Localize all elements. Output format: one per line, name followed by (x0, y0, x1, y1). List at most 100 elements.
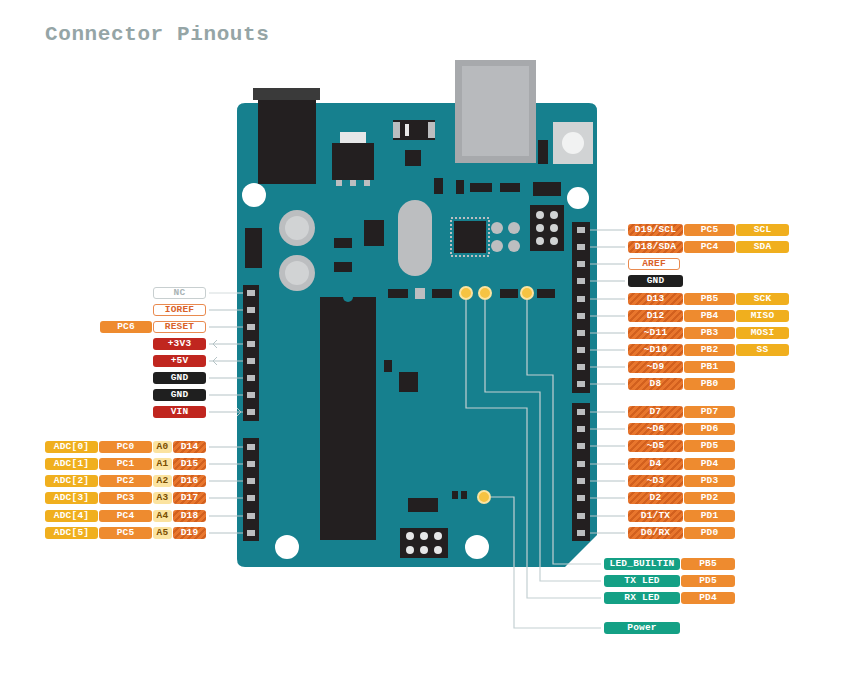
digital-pin-label: D0/RX (628, 527, 683, 539)
port-pin-label: PB0 (684, 378, 735, 390)
smd-part (405, 150, 421, 166)
usb-connector-detail (462, 66, 529, 156)
digital-pin-label: ~D3 (628, 475, 683, 487)
header-pin (406, 546, 414, 554)
usb-connector (455, 60, 536, 163)
pin-text: A1 (157, 458, 169, 470)
leader-line (590, 247, 625, 248)
ground-pin-label: GND (153, 389, 206, 401)
usb-chip (454, 221, 486, 253)
icsp-header (530, 205, 564, 251)
port-pin-label: PB3 (684, 327, 735, 339)
capacitor (279, 255, 315, 291)
leader-line (209, 395, 243, 396)
pin-header (572, 403, 590, 541)
header-pin (247, 341, 255, 347)
smd-part (334, 238, 352, 248)
power-pin-label: VIN (153, 406, 206, 418)
header-pin (577, 278, 585, 284)
header-pin (247, 409, 255, 415)
smd-part (408, 498, 438, 512)
smd-part (500, 183, 520, 192)
header-pin (577, 530, 585, 536)
header-pin (550, 224, 558, 232)
header-pin (577, 478, 585, 484)
leader-line (590, 299, 625, 300)
function-label: ADC[0] (45, 441, 98, 453)
pin-text: ADC[0] (54, 441, 89, 453)
function-label: ADC[5] (45, 527, 98, 539)
pad (491, 240, 503, 252)
direction-chevron (237, 408, 241, 416)
port-pin-label: PD2 (684, 492, 735, 504)
leader-line (209, 327, 243, 328)
digital-pin-label: D14 (173, 441, 206, 453)
resistor (432, 289, 452, 298)
pin-text: PD2 (701, 492, 719, 504)
header-pin (577, 313, 585, 319)
header-pin (536, 237, 544, 245)
header-pin (577, 347, 585, 353)
pin-text: ~D3 (647, 475, 665, 487)
leader-line (209, 412, 243, 413)
header-pin (536, 211, 544, 219)
digital-pin-label: ~D5 (628, 440, 683, 452)
pin-text: NC (174, 287, 186, 299)
analog-pin-label: A1 (153, 458, 172, 470)
header-pin (577, 495, 585, 501)
pin-text: PC6 (117, 321, 135, 333)
pin-text: SS (757, 344, 769, 356)
pin-text: VIN (171, 406, 189, 418)
pin-header (572, 222, 590, 393)
pin-text: PD7 (701, 406, 719, 418)
port-pin-label: PC4 (684, 241, 735, 253)
port-pin-label: PB2 (684, 344, 735, 356)
header-pin (550, 237, 558, 245)
port-pin-label: PD4 (681, 592, 735, 604)
port-pin-label: PB1 (684, 361, 735, 373)
capacitor-top (285, 261, 309, 285)
analog-pin-label: A5 (153, 527, 172, 539)
pin-text: D19/SCL (635, 224, 676, 236)
regulator (332, 143, 374, 180)
analog-pin-label: A0 (153, 441, 172, 453)
pin-text: PC0 (117, 441, 135, 453)
header-pin (434, 546, 442, 554)
leader-line (590, 481, 625, 482)
leader-line (590, 498, 625, 499)
pin-text: ~D11 (644, 327, 668, 339)
leader-line (590, 516, 625, 517)
header-pin (247, 495, 255, 501)
digital-pin-label: D19 (173, 527, 206, 539)
pin-text: D19 (181, 527, 199, 539)
function-label: SCL (736, 224, 789, 236)
pin-text: ~D10 (644, 344, 668, 356)
leader-line (590, 412, 625, 413)
port-pin-label: PD3 (684, 475, 735, 487)
pin-text: PB5 (701, 293, 719, 305)
pin-text: PC2 (117, 475, 135, 487)
port-pin-label: PD5 (681, 575, 735, 587)
pin-text: PB2 (701, 344, 719, 356)
header-pin (247, 461, 255, 467)
pin-text: Power (627, 622, 657, 634)
led-leader-line (491, 497, 601, 628)
header-pin (536, 224, 544, 232)
pin-text: PC4 (117, 510, 135, 522)
pad (491, 222, 503, 234)
pad (508, 222, 520, 234)
resistor (415, 288, 425, 299)
smd-part (245, 228, 262, 268)
pin-text: ~D6 (647, 423, 665, 435)
smd-part (452, 491, 458, 499)
pin-text: SCL (754, 224, 772, 236)
unused-pin-label: NC (153, 287, 206, 299)
port-pin-label: PB5 (684, 293, 735, 305)
smd-part (461, 491, 467, 499)
capacitor-top (285, 216, 309, 240)
header-pin (577, 296, 585, 302)
pin-text: PD3 (701, 475, 719, 487)
led-leader-line (485, 300, 601, 581)
digital-pin-label: D12 (628, 310, 683, 322)
led (479, 287, 491, 299)
